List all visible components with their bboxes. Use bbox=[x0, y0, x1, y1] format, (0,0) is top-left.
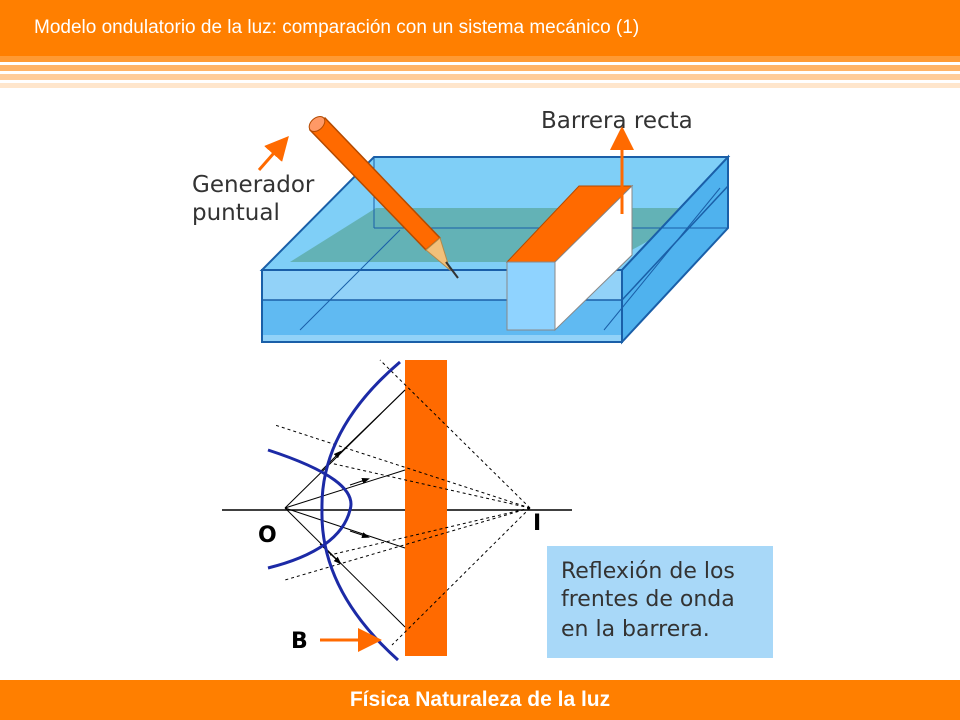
header-bar: Modelo ondulatorio de la luz: comparació… bbox=[0, 0, 960, 56]
label-o: O bbox=[258, 523, 277, 548]
wavefronts bbox=[267, 360, 401, 662]
reflecting-barrier bbox=[405, 360, 447, 656]
header-stripes bbox=[0, 56, 960, 90]
caption-line1: Reflexión de los bbox=[561, 559, 735, 584]
barrier-label: Barrera recta bbox=[541, 108, 693, 134]
footer-bar: Física Naturaleza de la luz bbox=[0, 680, 960, 720]
barrier-block bbox=[505, 184, 634, 332]
label-b: B bbox=[291, 629, 308, 654]
generator-label-line2: puntual bbox=[192, 200, 280, 226]
generator-arrow bbox=[257, 135, 289, 171]
caption-box bbox=[547, 546, 773, 658]
virtual-rays bbox=[274, 359, 531, 646]
incident-rays bbox=[284, 389, 406, 628]
caption-line2: frentes de onda bbox=[561, 587, 735, 612]
caption-line3: en la barrera. bbox=[561, 617, 710, 642]
label-i: I bbox=[533, 511, 541, 536]
ripple-tank bbox=[259, 154, 731, 345]
pencil-generator bbox=[308, 116, 459, 279]
slide-title: Modelo ondulatorio de la luz: comparació… bbox=[34, 17, 640, 38]
footer-title: Física Naturaleza de la luz bbox=[349, 688, 611, 711]
generator-label-line1: Generador bbox=[192, 172, 315, 198]
